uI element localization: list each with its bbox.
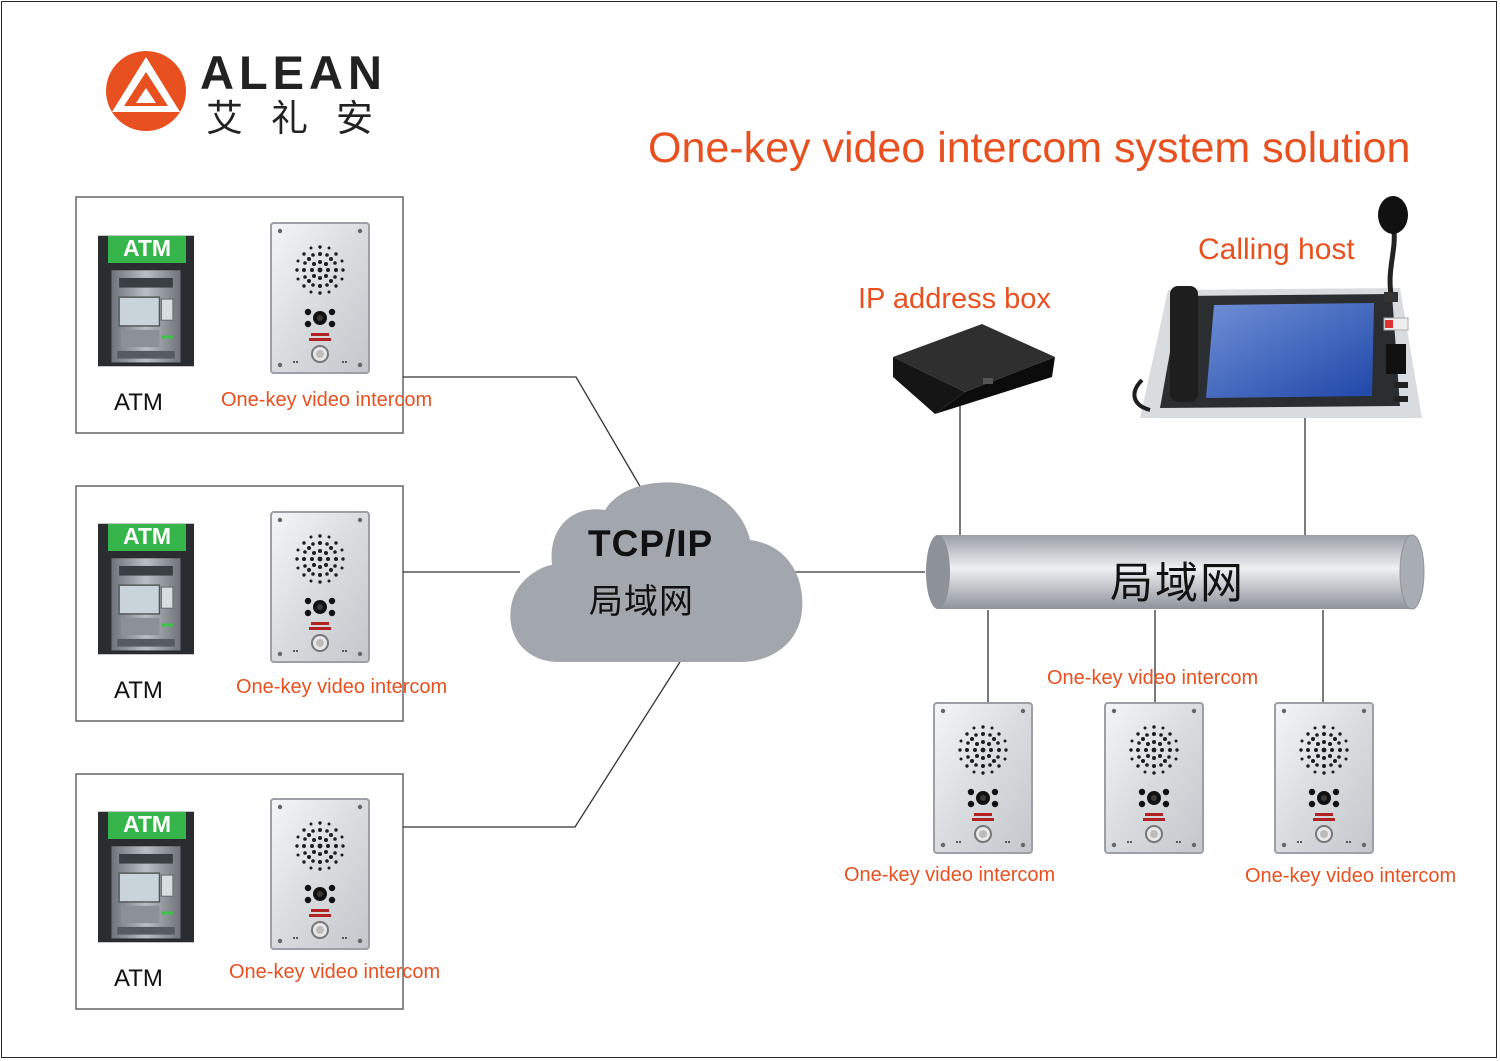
atm-label: ATM [114,677,163,704]
atm-screen-label: ATM [123,235,171,261]
intercom-panel-icon [270,222,370,374]
alean-logo-icon [106,51,186,131]
atm-label: ATM [114,389,163,416]
intercom-panel-icon [933,702,1033,854]
lan-intercom-label: One-key video intercom [1047,667,1259,689]
intercom-panel-icon [270,511,370,663]
calling-host-label: Calling host [1198,233,1355,266]
lan-pipe-label: 局域网 [1110,560,1245,608]
intercom-label: One-key video intercom [221,389,433,411]
network-links [403,376,1324,828]
atm-machine-icon [98,810,194,944]
lan-intercom-label: One-key video intercom [1245,865,1457,887]
brand-name-en: ALEAN [200,46,387,99]
calling-host-icon [1132,196,1422,418]
ip-address-box-icon [893,324,1055,414]
cloud-network-label: 局域网 [589,583,694,621]
lan-pipe [926,534,1425,610]
lan-intercom-label: One-key video intercom [844,864,1056,886]
ip-address-box-label: IP address box [858,283,1051,315]
atm-screen-label: ATM [123,811,171,837]
atm-label: ATM [114,965,163,992]
intercom-panel-icon [270,798,370,950]
atm-machine-icon [98,522,194,656]
atm-screen-label: ATM [123,523,171,549]
cloud-protocol-label: TCP/IP [588,523,714,564]
page-title: One-key video intercom system solution [648,124,1411,172]
intercom-panel-icon [1104,702,1204,854]
intercom-label: One-key video intercom [229,961,441,983]
atm-machine-icon [98,234,194,368]
brand-name-cn: 艾礼安 [206,98,401,139]
intercom-label: One-key video intercom [236,676,448,698]
intercom-panel-icon [1274,702,1374,854]
tcp-ip-cloud [510,482,803,662]
